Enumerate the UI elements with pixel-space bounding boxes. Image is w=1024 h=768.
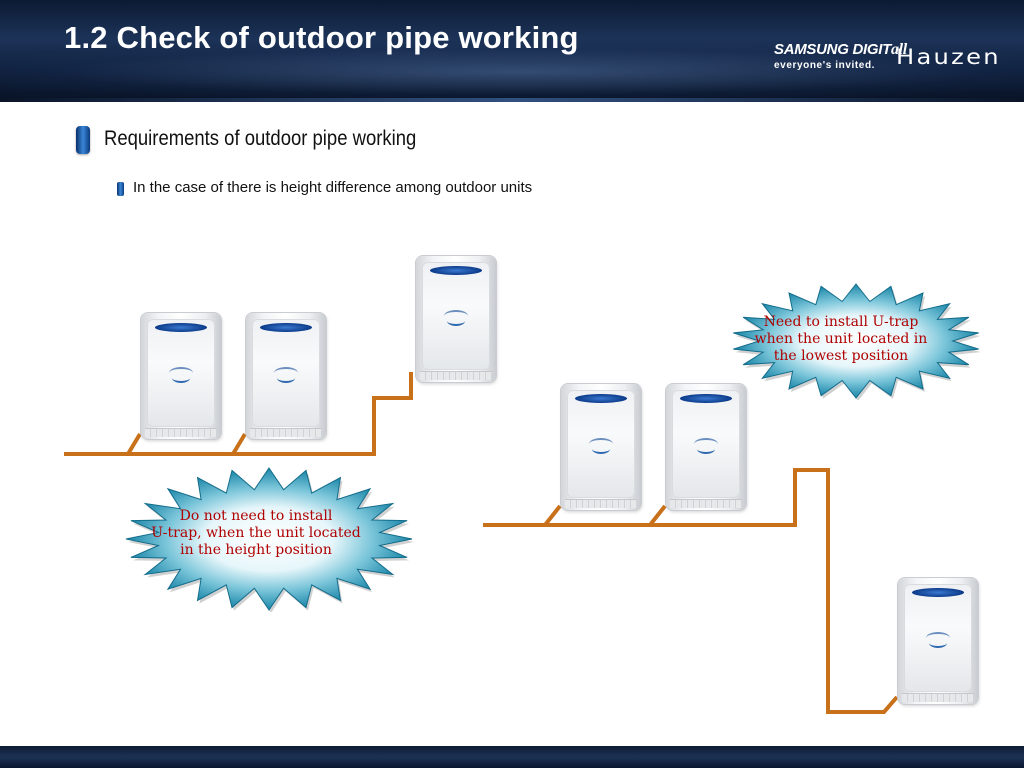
unit-base <box>902 693 974 702</box>
callout-text-utrap-not-needed: Do not need to install U-trap, when the … <box>126 508 386 559</box>
section-subheading: In the case of there is height differenc… <box>133 179 533 196</box>
pipe-branch-3 <box>543 504 562 527</box>
callout-line: in the height position <box>180 542 332 558</box>
samsung-badge-icon <box>680 394 732 403</box>
swirl-logo-icon <box>169 367 193 379</box>
swirl-logo-icon <box>274 367 298 379</box>
callout-line: when the unit located in <box>754 331 928 347</box>
samsung-badge-icon <box>430 266 482 275</box>
samsung-badge-icon <box>260 323 312 332</box>
header-sheen <box>0 42 1024 102</box>
pipe-branch-2 <box>231 432 247 456</box>
callout-line: the lowest position <box>773 348 909 364</box>
outdoor-unit <box>246 313 326 439</box>
heading-bullet-icon <box>76 126 90 154</box>
brand-name: SAMSUNG DIGIT <box>774 41 891 58</box>
brand-tagline: everyone's invited. <box>774 60 876 71</box>
callout-line: Need to install U-trap <box>763 314 919 330</box>
callout-text-utrap-needed: Need to install U-trap when the unit loc… <box>736 314 946 365</box>
swirl-logo-icon <box>589 438 613 450</box>
hauzen-logo: Hauzen <box>896 45 1001 69</box>
outdoor-unit-highest <box>416 256 496 382</box>
unit-base <box>670 499 742 508</box>
unit-base <box>145 428 217 437</box>
slide-footer <box>0 746 1024 768</box>
starburst-shape <box>125 467 413 611</box>
section-heading: Requirements of outdoor pipe working <box>104 127 417 150</box>
outdoor-unit <box>141 313 221 439</box>
header-edge <box>0 98 1024 102</box>
swirl-logo-icon <box>926 632 950 644</box>
outdoor-unit <box>561 384 641 510</box>
brand-suffix: all <box>890 41 907 58</box>
slide-header: 1.2 Check of outdoor pipe working SAMSUN… <box>0 0 1024 102</box>
unit-base <box>565 499 637 508</box>
pipe-left-group <box>64 372 413 456</box>
starburst-shape <box>733 283 979 399</box>
swirl-logo-icon <box>444 310 468 322</box>
callout-line: Do not need to install <box>179 508 333 524</box>
starburst-callout-utrap-not-needed <box>125 467 414 612</box>
samsung-badge-icon <box>155 323 207 332</box>
outdoor-unit <box>666 384 746 510</box>
callout-line: U-trap, when the unit located <box>151 525 361 541</box>
samsung-digitall-logo: SAMSUNG DIGITall everyone's invited. <box>774 42 907 71</box>
subheading-bullet-icon <box>117 182 124 196</box>
swirl-logo-icon <box>694 438 718 450</box>
pipe-branch-4 <box>648 504 667 527</box>
samsung-badge-icon <box>912 588 964 597</box>
unit-base <box>250 428 322 437</box>
samsung-badge-icon <box>575 394 627 403</box>
pipe-right-group <box>483 468 899 714</box>
page-title: 1.2 Check of outdoor pipe working <box>64 20 579 55</box>
starburst-callout-utrap-needed <box>733 283 981 400</box>
outdoor-unit-lowest <box>898 578 978 704</box>
unit-base <box>420 371 492 380</box>
pipe-branch-1 <box>126 432 142 456</box>
